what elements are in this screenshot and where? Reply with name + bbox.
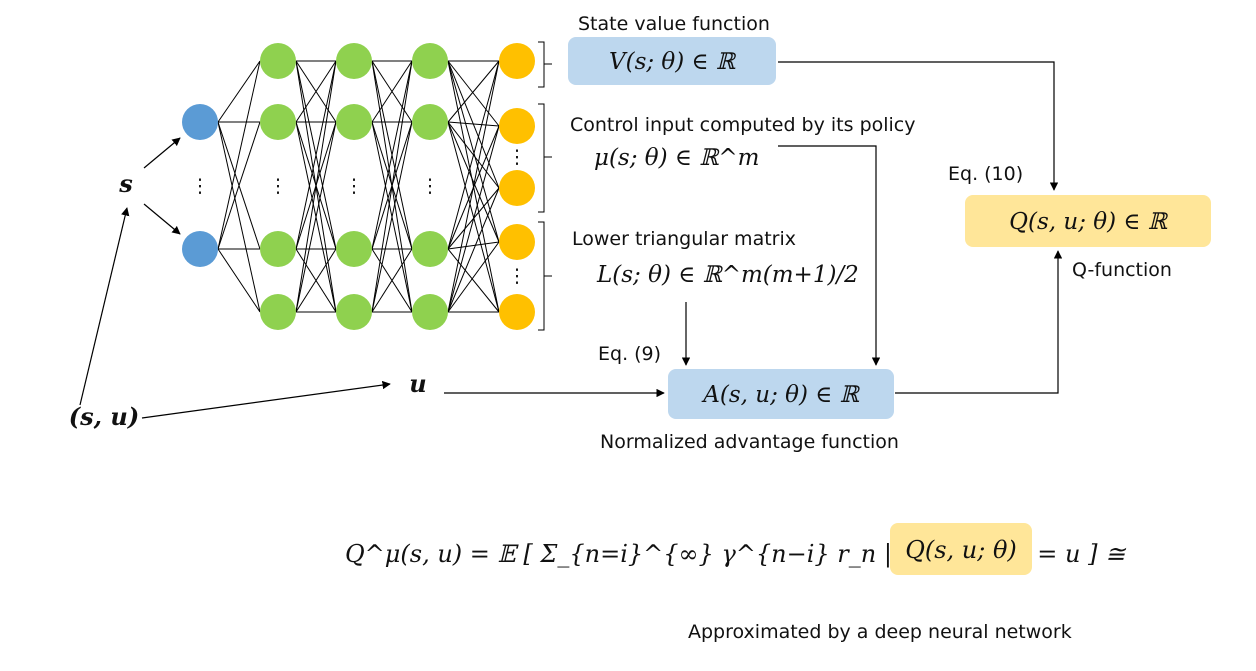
network-edge bbox=[447, 121, 500, 127]
network-edge bbox=[371, 60, 413, 123]
value-function-formula: V(s; θ) ∈ ℝ bbox=[609, 49, 737, 75]
output-node bbox=[499, 170, 535, 206]
network-edge bbox=[447, 187, 500, 313]
matrix-title: Lower triangular matrix bbox=[572, 228, 796, 250]
output-node bbox=[499, 224, 535, 260]
network-edge bbox=[447, 60, 500, 250]
network-edge bbox=[371, 60, 413, 313]
input-node bbox=[182, 231, 218, 267]
qfunction-formula: Q(s, u; θ) ∈ ℝ bbox=[1009, 209, 1169, 235]
advantage-box bbox=[668, 369, 894, 419]
network-edge bbox=[295, 60, 337, 313]
hidden-node bbox=[260, 43, 296, 79]
layer-ellipses: ⋮ ⋮ ⋮ ⋮ ⋮ ⋮ bbox=[191, 146, 527, 287]
ellipsis-hidden-3: ⋮ bbox=[421, 175, 440, 197]
ellipsis-hidden-2: ⋮ bbox=[345, 175, 364, 197]
network-edge bbox=[447, 125, 500, 313]
matrix-formula: L(s; θ) ∈ ℝ^m(m+1)/2 bbox=[596, 262, 859, 288]
q-definition-equation: Q^μ(s, u) = 𝔼 [ Σ_{n=i}^{∞} γ^{n−i} r_n … bbox=[345, 523, 1127, 575]
network-edge bbox=[447, 241, 500, 313]
network-connections bbox=[217, 60, 500, 313]
bracket-matrix bbox=[538, 221, 552, 331]
bracket-value bbox=[538, 41, 552, 88]
network-edge bbox=[295, 60, 337, 250]
hidden-node bbox=[336, 294, 372, 330]
hidden-node bbox=[260, 294, 296, 330]
network-edge bbox=[447, 248, 500, 313]
hidden-node bbox=[336, 104, 372, 140]
ellipsis-input: ⋮ bbox=[191, 175, 210, 197]
advantage-eq-label: Eq. (9) bbox=[598, 343, 661, 365]
value-function-title: State value function bbox=[578, 13, 770, 35]
ellipsis-matrix: ⋮ bbox=[508, 265, 527, 287]
network-edge bbox=[217, 121, 261, 313]
bracket-policy bbox=[538, 103, 552, 213]
state-input-label: s bbox=[118, 169, 133, 198]
arrow-policy-to-advantage bbox=[778, 145, 881, 366]
network-edge bbox=[447, 121, 500, 243]
qfunction-eq-label: Eq. (10) bbox=[948, 163, 1023, 185]
ellipsis-policy: ⋮ bbox=[508, 146, 527, 168]
network-edge bbox=[447, 241, 500, 250]
network-edge bbox=[447, 121, 500, 313]
network-edge bbox=[217, 60, 261, 250]
network-edge bbox=[371, 121, 413, 313]
advantage-caption: Normalized advantage function bbox=[600, 431, 899, 453]
hidden-node bbox=[412, 294, 448, 330]
output-node bbox=[499, 43, 535, 79]
value-function-box bbox=[568, 37, 776, 85]
policy-formula: μ(s; θ) ∈ ℝ^m bbox=[594, 145, 759, 171]
hidden-node bbox=[336, 43, 372, 79]
output-brackets bbox=[538, 41, 552, 331]
network-edge bbox=[447, 60, 500, 123]
network-edge bbox=[447, 60, 500, 127]
equation-caption: Approximated by a deep neural network bbox=[688, 621, 1072, 643]
action-input-label: u bbox=[409, 369, 426, 398]
network-edge bbox=[217, 248, 261, 313]
input-node bbox=[182, 104, 218, 140]
network-edge bbox=[295, 60, 337, 123]
equation-rhs: Q(s, u; θ) bbox=[905, 536, 1017, 564]
network-edge bbox=[295, 248, 337, 313]
equation-rhs-box bbox=[890, 523, 1032, 575]
qfunction-caption: Q-function bbox=[1072, 259, 1172, 281]
network-edge bbox=[217, 60, 261, 123]
policy-title: Control input computed by its policy bbox=[570, 114, 916, 136]
hidden-node bbox=[412, 104, 448, 140]
ellipsis-hidden-1: ⋮ bbox=[269, 175, 288, 197]
network-edge bbox=[371, 248, 413, 313]
input-arrows bbox=[79, 137, 665, 419]
hidden-node bbox=[260, 231, 296, 267]
state-action-pair-label: (s, u) bbox=[69, 402, 139, 431]
arrow-advantage-to-q bbox=[895, 250, 1063, 394]
network-nodes bbox=[182, 43, 535, 330]
network-edge bbox=[295, 121, 337, 313]
qfunction-box bbox=[965, 195, 1211, 247]
arrow-value-to-q bbox=[778, 61, 1059, 191]
network-edge bbox=[447, 60, 500, 243]
output-node bbox=[499, 108, 535, 144]
hidden-node bbox=[336, 231, 372, 267]
network-edge bbox=[217, 121, 261, 250]
network-edge bbox=[447, 60, 500, 313]
hidden-node bbox=[260, 104, 296, 140]
hidden-node bbox=[412, 231, 448, 267]
output-node bbox=[499, 294, 535, 330]
network-edge bbox=[371, 60, 413, 250]
advantage-formula: A(s, u; θ) ∈ ℝ bbox=[701, 382, 860, 408]
flow-arrows bbox=[681, 61, 1063, 394]
hidden-node bbox=[412, 43, 448, 79]
